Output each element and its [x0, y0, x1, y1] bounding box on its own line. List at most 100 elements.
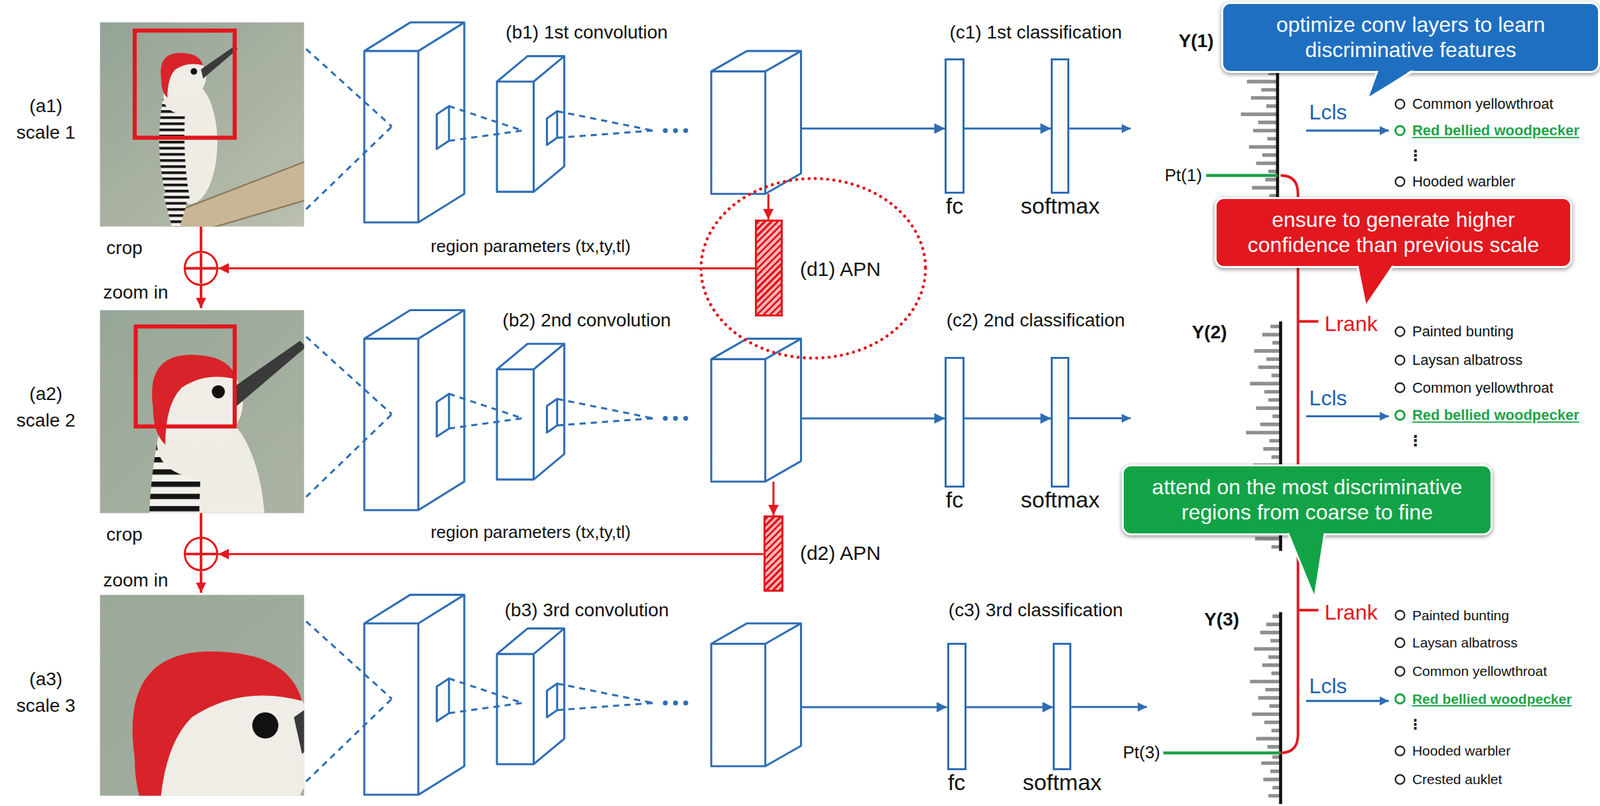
stage-heading: (c3) 3rd classification [948, 599, 1124, 621]
connector-arrow [801, 127, 946, 130]
list-bullet [1395, 638, 1405, 648]
score-label: Pt(1) [1164, 165, 1202, 186]
axis-label: Y(3) [1203, 608, 1240, 631]
crop-zoom-symbol [199, 571, 203, 593]
class-name: Painted bunting [1412, 323, 1514, 340]
connector-arrow [767, 193, 770, 219]
conv-stack-drawing [305, 22, 801, 223]
edge-label: region parameters (tx,ty,tl) [428, 522, 633, 543]
list-bullet [1395, 746, 1405, 756]
crop-zoom-label: zoom in [102, 281, 168, 304]
class-name: Red bellied woodpecker [1412, 122, 1580, 139]
callout-tail [1287, 531, 1325, 599]
input-image [100, 310, 305, 514]
list-bullet [1395, 327, 1405, 337]
crop-zoom-node: cropzoom in [183, 250, 219, 286]
conv-stack-drawing [305, 595, 801, 795]
callout-tail [1367, 70, 1413, 99]
list-bullet [1395, 383, 1405, 393]
callout-tail [1357, 266, 1394, 307]
list-bullet [1395, 694, 1405, 704]
class-name: Common yellowthroat [1412, 663, 1547, 680]
list-bullet [1395, 99, 1405, 109]
class-name: Crested auklet [1412, 771, 1502, 788]
crop-zoom-symbol [199, 285, 203, 309]
input-image [100, 22, 305, 227]
list-bullet [1395, 177, 1405, 187]
callout-bubble: attend on the most discriminative region… [1121, 464, 1494, 536]
ellipsis: ⋮ [1408, 716, 1423, 733]
class-name: Laysan albatross [1412, 351, 1523, 369]
apn-box: (d1) APN [754, 219, 783, 317]
class-name: Common yellowthroat [1412, 95, 1554, 113]
attention-box [134, 30, 235, 427]
callout-tail [1287, 533, 1325, 599]
edge-label: region parameters (tx,ty,tl) [428, 236, 633, 257]
conv-stack-drawing [305, 310, 801, 511]
stage-heading: (c1) 1st classification [949, 21, 1122, 44]
layer-name: softmax [1022, 770, 1102, 795]
layer-box: softmax [1052, 642, 1072, 771]
class-name: Painted bunting [1412, 606, 1510, 623]
score-label: Pt(3) [1123, 742, 1161, 763]
loss-arrow [1306, 415, 1390, 418]
callout-tail [1357, 264, 1394, 307]
class-name: Hooded warbler [1412, 173, 1516, 190]
layer-box: fc [947, 642, 967, 771]
ellipsis: ⋮ [1408, 432, 1423, 450]
loss-arrow [1306, 129, 1390, 132]
connector-arrow [218, 553, 763, 556]
layer-box: fc [944, 356, 964, 488]
list-bullet [1395, 126, 1405, 136]
attention-box [134, 30, 235, 138]
connector-arrow [966, 706, 1054, 709]
input-image [100, 310, 305, 514]
stage-heading: (c2) 2nd classification [946, 309, 1126, 332]
layer-box: fc [944, 58, 964, 195]
class-name: Red bellied woodpecker [1412, 691, 1572, 708]
ellipsis: ⋮ [1408, 147, 1423, 165]
stage-heading: (b3) 3rd convolution [504, 599, 669, 621]
scale-label: scale 1 [16, 122, 76, 144]
callout-text: optimize conv layers to learn discrimina… [1237, 11, 1584, 64]
scale-label: (a2) [29, 383, 63, 405]
class-name: Hooded warbler [1412, 742, 1511, 759]
scale-label: scale 2 [16, 409, 76, 432]
connector-arrow [964, 417, 1052, 420]
callout-tail [1367, 68, 1413, 99]
loss-label: Lcls [1309, 386, 1348, 411]
layer-name: softmax [1020, 194, 1100, 219]
loss-label: Lrank [1324, 600, 1378, 625]
layer-name: fc [945, 488, 964, 513]
loss-arrow [1306, 699, 1390, 702]
list-bullet [1395, 410, 1405, 420]
scale-label: (a1) [29, 95, 63, 117]
stage-heading: (b2) 2nd convolution [502, 309, 672, 332]
stage-heading: (b1) 1st convolution [505, 21, 668, 44]
connector-arrow [801, 706, 948, 709]
input-image [100, 595, 305, 797]
connector-arrow [218, 267, 755, 270]
axis-label: Y(1) [1178, 29, 1214, 52]
score-histogram [1277, 45, 1281, 804]
conv-stack: (b3) 3rd convolution [364, 595, 801, 796]
apn-box: (d2) APN [763, 515, 785, 592]
class-name: Red bellied woodpecker [1412, 406, 1580, 424]
input-image [100, 22, 305, 227]
input-image [100, 595, 305, 797]
list-bullet [1395, 355, 1405, 365]
list-bullet [1395, 666, 1405, 676]
score-histogram [1241, 45, 1281, 804]
class-name: Common yellowthroat [1412, 379, 1554, 397]
layer-name: fc [945, 194, 964, 219]
crop-zoom-symbol [199, 226, 203, 537]
input-image [0, 0, 960, 806]
conv-stack: (b1) 1st convolution [364, 22, 801, 223]
crop-zoom-label: crop [106, 237, 142, 259]
layer-box: softmax [1050, 58, 1070, 195]
scale-label: (a3) [29, 668, 63, 690]
list-bullet [1395, 610, 1405, 620]
